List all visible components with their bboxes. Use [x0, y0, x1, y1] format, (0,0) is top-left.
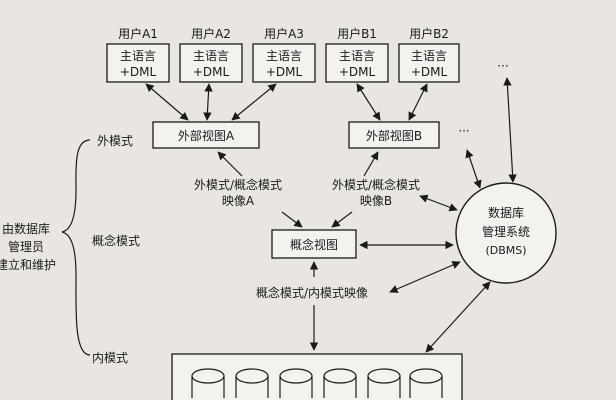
external-view-b-label: 外部视图B	[366, 128, 422, 143]
user-b1-line1: 主语言	[339, 49, 375, 63]
arrow-a2-view-a	[203, 83, 213, 121]
user-a1-line1: 主语言	[120, 49, 156, 63]
arrow-internal-mapping-dbms	[389, 261, 461, 293]
arrow-a3-view-a	[231, 83, 277, 121]
user-b1-box: 主语言 +DML	[325, 43, 389, 83]
disk-icon	[323, 368, 357, 398]
internal-mapping-label: 概念模式/内模式映像	[256, 285, 368, 300]
disk-icon	[235, 368, 269, 398]
conceptual-view-label: 概念视图	[290, 237, 338, 252]
dbms-line2: 管理系统	[482, 224, 530, 239]
arrow-b2-view-b	[408, 83, 428, 121]
user-a1-line2: +DML	[120, 65, 157, 79]
mapping-b-line2: 映像B	[360, 194, 392, 208]
user-a3-label: 用户A3	[264, 26, 304, 41]
mapping-a-line2: 映像A	[222, 194, 255, 208]
arrow-storage-dbms	[425, 281, 491, 353]
user-a2-line1: 主语言	[193, 49, 229, 63]
dbms-circle: 数据库 管理系统 (DBMS)	[455, 182, 557, 284]
schema-conceptual-label: 概念模式	[92, 233, 140, 248]
external-view-b-box: 外部视图B	[348, 121, 440, 149]
ellipsis-top: ···	[497, 59, 508, 73]
user-a3-box: 主语言 +DML	[252, 43, 316, 83]
dbms-line3: (DBMS)	[485, 244, 526, 257]
arrow-b1-view-b	[356, 83, 381, 121]
arrow-ellipsis-dbms	[465, 149, 482, 189]
mapping-b-line1: 外模式/概念模式	[332, 177, 420, 192]
schema-external-label: 外模式	[97, 134, 133, 148]
ellipsis-mid: ···	[458, 124, 469, 138]
arrow-ellipsis-top-dbms	[503, 77, 517, 183]
disk-icon	[191, 368, 225, 398]
disk-icon	[409, 368, 443, 398]
arrow-mapping-a-down	[281, 211, 303, 228]
disk-icon	[367, 368, 401, 398]
arrow-mapping-b-dbms	[419, 194, 458, 212]
database-storage	[171, 353, 463, 400]
connector-arrows	[145, 77, 517, 353]
user-b2-label: 用户B2	[409, 26, 449, 41]
dbms-line1: 数据库	[488, 205, 524, 220]
schema-brace	[61, 139, 91, 356]
user-a1-box: 主语言 +DML	[106, 43, 170, 83]
external-view-a-label: 外部视图A	[178, 128, 235, 143]
arrow-a1-view-a	[145, 83, 189, 121]
user-b2-line1: 主语言	[411, 49, 447, 63]
user-a3-line1: 主语言	[266, 49, 302, 63]
schema-internal-label: 内模式	[92, 351, 128, 365]
mapping-a-line1: 外模式/概念模式	[194, 177, 282, 192]
user-a2-label: 用户A2	[191, 26, 231, 41]
maintainer-line2: 管理员	[8, 239, 44, 254]
user-a2-line2: +DML	[193, 65, 230, 79]
user-a2-box: 主语言 +DML	[179, 43, 243, 83]
user-a3-line2: +DML	[266, 65, 303, 79]
arrow-mapping-b-down	[331, 211, 353, 228]
user-b2-line2: +DML	[411, 65, 448, 79]
external-view-a-box: 外部视图A	[152, 121, 260, 149]
conceptual-view-box: 概念视图	[271, 229, 357, 259]
user-b1-label: 用户B1	[337, 26, 377, 41]
disk-icon	[279, 368, 313, 398]
maintainer-line1: 由数据库	[2, 221, 50, 236]
arrow-mapping-b-up	[363, 151, 379, 177]
maintainer-line3: 建立和维护	[0, 257, 56, 272]
user-b1-line2: +DML	[339, 65, 376, 79]
user-a1-label: 用户A1	[118, 26, 158, 41]
arrow-mapping-a-up	[217, 151, 243, 177]
user-b2-box: 主语言 +DML	[398, 43, 460, 83]
